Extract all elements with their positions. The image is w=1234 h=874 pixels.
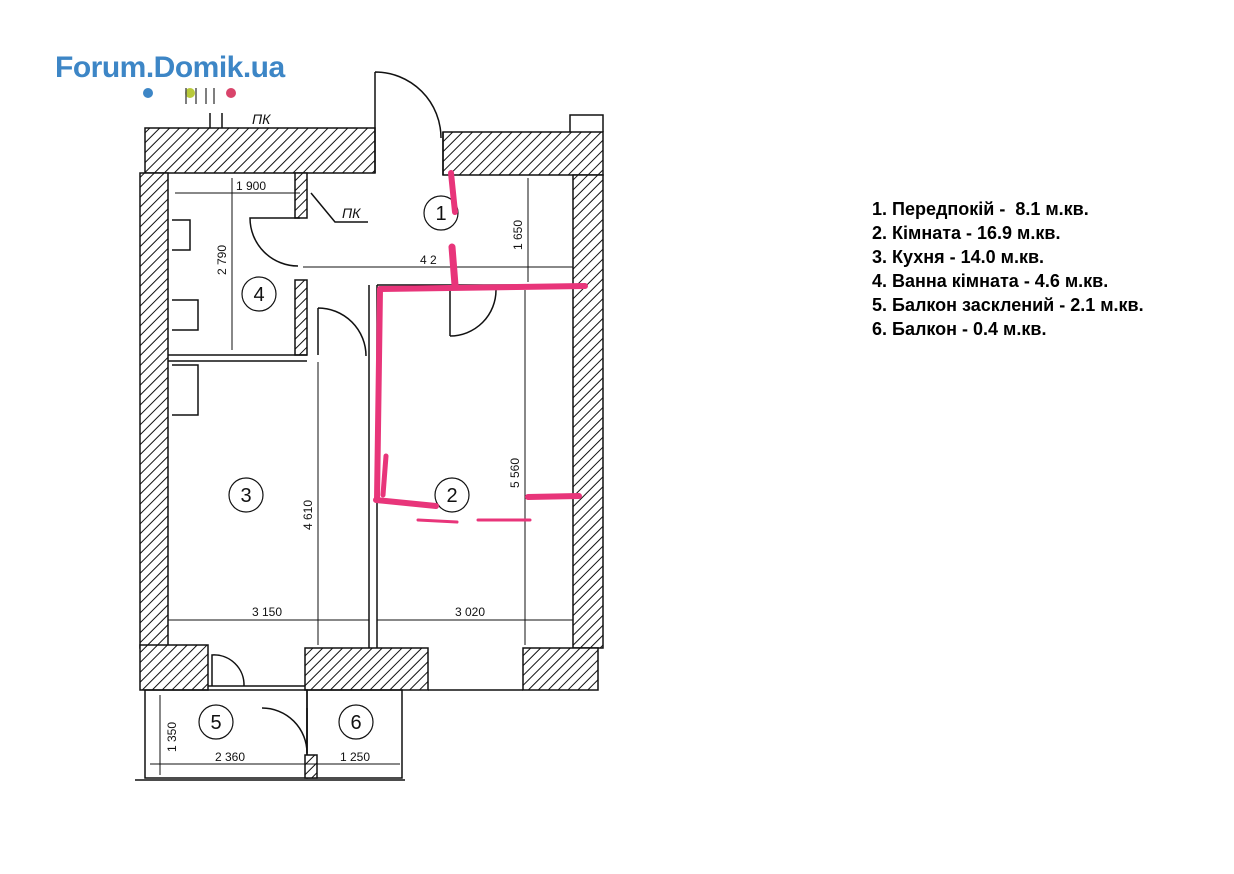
markup-new-wall-bottom: [373, 497, 439, 509]
logo-dot-pink: [226, 88, 236, 98]
area-legend: 1. Передпокій - 8.1 м.кв. 2. Кімната - 1…: [872, 197, 1144, 341]
partitions: [168, 113, 604, 648]
dim-label-balcony6-width: 1 250: [340, 750, 370, 764]
walls: [139, 127, 604, 691]
wall-top-left: [144, 127, 376, 174]
balcony-6: [306, 689, 403, 779]
wall-bottom-mid: [304, 647, 429, 691]
room-1-circle: [423, 195, 459, 231]
bath-door: [249, 217, 300, 267]
legend-item-3: 3. Кухня - 14.0 м.кв.: [872, 247, 1045, 267]
legend-item-1: 1. Передпокій - 8.1 м.кв.: [872, 199, 1089, 219]
pk-label-bath: ПК: [342, 205, 361, 221]
legend-item-2: 2. Кімната - 16.9 м.кв.: [872, 223, 1061, 243]
legend-item-6: 6. Балкон - 0.4 м.кв.: [872, 319, 1047, 339]
wall-bottom-right: [522, 647, 599, 691]
room-6-circle: [338, 704, 374, 740]
dim-label-kitchen-height: 4 610: [301, 500, 315, 530]
room-2-number: 2: [446, 485, 457, 507]
dimension-lines: [150, 178, 573, 775]
legend-item-5: 5. Балкон засклений - 2.1 м.кв.: [872, 295, 1144, 315]
wall-top-right: [442, 131, 604, 176]
dim-label-hall-length: 4 2: [420, 253, 437, 267]
room-3-number: 3: [240, 485, 251, 507]
dim-label-room-width: 3 020: [455, 605, 485, 619]
kitchen-door: [317, 307, 367, 357]
logo-dots: [143, 88, 236, 104]
wall-bottom-left: [139, 644, 209, 691]
logo: Forum.Domik.ua: [55, 50, 285, 86]
room-5-number: 5: [210, 712, 221, 734]
pk-label-top: ПК: [252, 111, 271, 127]
wall-bath-right: [294, 172, 308, 219]
dim-label-bath-height: 2 790: [215, 245, 229, 275]
markup-new-wall-right: [525, 493, 582, 500]
balcony-post: [304, 754, 318, 779]
room-4-number: 4: [253, 284, 264, 306]
markup-new-wall-left: [374, 286, 383, 503]
balcony-door: [211, 654, 245, 687]
logo-dot-blue: [143, 88, 153, 98]
markup-hall-entry-2: [448, 243, 459, 289]
dim-label-kitchen-width: 3 150: [252, 605, 282, 619]
entry-door: [374, 71, 442, 139]
room-door: [449, 289, 497, 337]
room-1-number: 1: [435, 203, 446, 225]
legend-item-4: 4. Ванна кімната - 4.6 м.кв.: [872, 271, 1109, 291]
dim-label-room-height: 5 560: [508, 458, 522, 488]
markup-new-wall-top: [377, 283, 588, 292]
room-markers: 1 2 3 4 5 6: [198, 195, 470, 740]
logo-text: Forum.Domik.ua: [55, 51, 285, 84]
logo-dot-green: [185, 88, 195, 98]
markup-dash-1: [416, 518, 459, 524]
room-6-number: 6: [350, 712, 361, 734]
room-5-circle: [198, 704, 234, 740]
dim-label-hall-height: 1 650: [511, 220, 525, 250]
pk-lines: [310, 192, 368, 223]
wall-right: [572, 174, 604, 649]
shaft-lines: [209, 113, 223, 128]
room-2-circle: [434, 477, 470, 513]
wall-left: [139, 172, 169, 649]
redesign-markup: [373, 170, 588, 524]
markup-hall-entry-1: [448, 170, 458, 215]
balcony6-door: [261, 707, 308, 754]
stair-mark: [569, 114, 604, 132]
markup-new-wall-left-2: [380, 453, 389, 498]
dim-label-balcony5-width: 2 360: [215, 750, 245, 764]
dim-label-bath-width: 1 900: [236, 179, 266, 193]
logo-roof-mark: [185, 88, 215, 104]
bath-fixtures: [172, 219, 199, 416]
wall-bath-right-lower: [294, 279, 308, 356]
room-3-circle: [228, 477, 264, 513]
room-4-circle: [241, 276, 277, 312]
dim-label-balcony-height: 1 350: [165, 722, 179, 752]
balconies: [135, 685, 523, 781]
